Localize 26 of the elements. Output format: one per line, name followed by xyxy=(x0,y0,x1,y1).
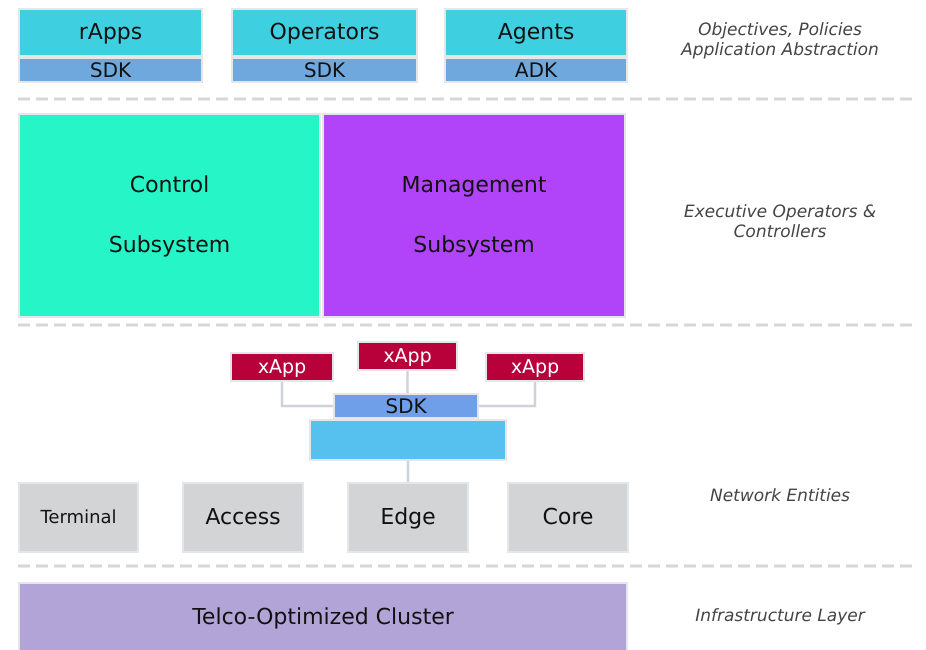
app-layer-box: Operators xyxy=(231,8,418,57)
layer-label: Executive Operators & Controllers xyxy=(682,202,878,242)
app-layer-box: rApps xyxy=(18,8,203,57)
sdk-bar: SDK xyxy=(18,57,203,83)
sdk-bar: SDK xyxy=(333,393,479,419)
subsystem-box: Control Subsystem xyxy=(18,113,321,318)
entity-box: Edge xyxy=(347,482,469,553)
connector-line xyxy=(280,382,333,408)
connector-line xyxy=(406,461,410,482)
layer-label: Network Entities xyxy=(709,486,851,506)
entity-box: Core xyxy=(507,482,629,553)
layer-label: Objectives, Policies Application Abstraction xyxy=(679,20,880,60)
subsystem-box: Management Subsystem xyxy=(322,113,626,318)
connector-line xyxy=(479,382,536,408)
xapp-box: xApp xyxy=(485,352,585,382)
app-layer-box: Agents xyxy=(444,8,628,57)
xapp-box: xApp xyxy=(230,352,334,382)
sdk-bar: SDK xyxy=(231,57,418,83)
cluster-bar: Telco-Optimized Cluster xyxy=(18,582,628,650)
layer-label: Infrastructure Layer xyxy=(694,606,866,626)
controller-box xyxy=(309,419,507,461)
entity-box: Access xyxy=(182,482,304,553)
sdk-bar: ADK xyxy=(444,57,628,83)
entity-box: Terminal xyxy=(18,482,139,553)
xapp-box: xApp xyxy=(357,341,458,371)
connector-line xyxy=(406,371,409,393)
